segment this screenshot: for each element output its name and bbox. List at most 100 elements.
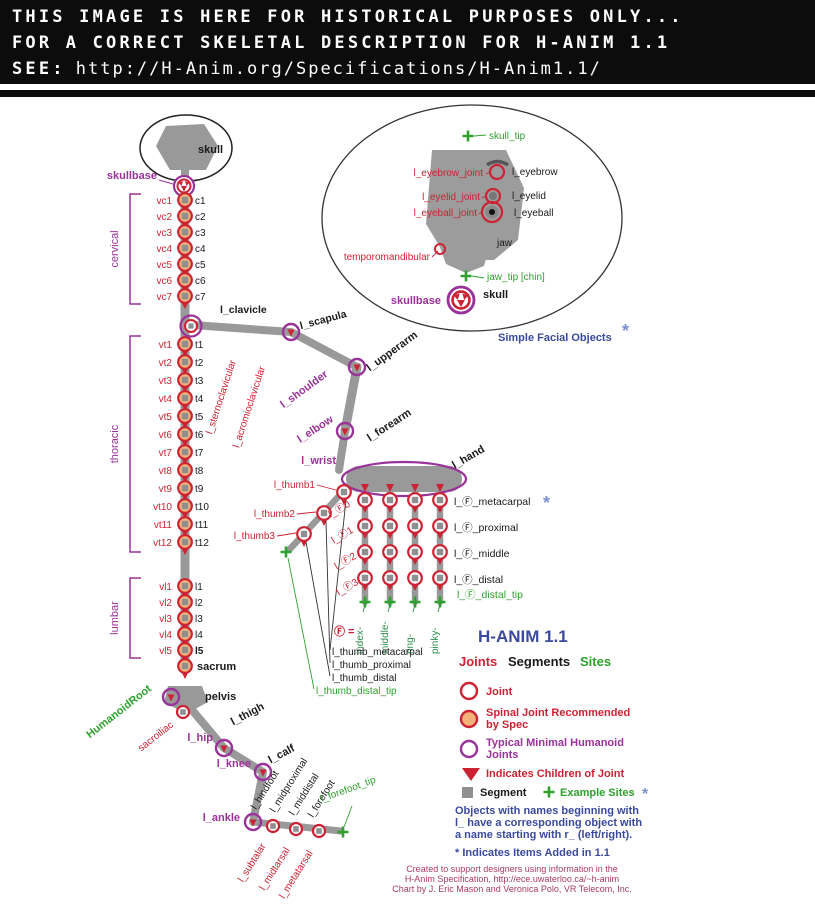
banner-line-2: FOR A CORRECT SKELETAL DESCRIPTION FOR H… bbox=[12, 33, 671, 53]
leader-line bbox=[437, 604, 441, 613]
legend-key-sites: Sites bbox=[580, 654, 611, 669]
finger-joint-label: l_Ⓕ1 bbox=[329, 524, 356, 546]
leader-line bbox=[473, 134, 487, 137]
finger-joint-icon bbox=[407, 518, 423, 541]
proximal-label: l_Ⓕ_proximal bbox=[454, 522, 518, 534]
distal-label: l_Ⓕ_distal bbox=[454, 574, 503, 586]
leader-line bbox=[325, 520, 331, 664]
vertebra-joint-label: vc5 bbox=[156, 260, 172, 271]
finger-joint-icon bbox=[432, 570, 448, 593]
eyeball-label: l_eyeball bbox=[514, 208, 553, 219]
distal-tip-label: l_Ⓕ_distal_tip bbox=[457, 589, 523, 601]
face-skull-label: skull bbox=[483, 289, 508, 301]
legend-note-line-2: l_ have a corresponding object with bbox=[455, 817, 642, 829]
cervical-group-label: cervical bbox=[109, 230, 121, 267]
vertebra-joint-label: vc4 bbox=[156, 244, 172, 255]
thumb2-label: l_thumb2 bbox=[254, 509, 296, 520]
leader-line bbox=[305, 541, 331, 677]
calf-label: l_calf bbox=[266, 742, 297, 766]
joint-icon bbox=[459, 681, 479, 701]
skeleton-diagram: skull_tip l_eyebrow_joint l_eyebrow l_ey… bbox=[84, 104, 649, 901]
vertebra-joint-label: vt12 bbox=[153, 538, 172, 549]
banner-see-label: SEE: bbox=[12, 59, 66, 79]
vertebra-segment-label: t8 bbox=[195, 466, 204, 477]
legend-minimal-label-2: Joints bbox=[486, 749, 518, 761]
vertebra-segment-label: t1 bbox=[195, 340, 204, 351]
vertebra-segment-label: c3 bbox=[195, 228, 206, 239]
legend-key-segments: Segments bbox=[508, 654, 570, 669]
banner-line-3: SEE: http://H-Anim.org/Specifications/H-A… bbox=[12, 56, 815, 82]
vertebra-joint-label: vc2 bbox=[156, 212, 172, 223]
leader-line bbox=[485, 171, 491, 175]
vertebra-joint-label: vl5 bbox=[159, 646, 172, 657]
lumbar-bracket bbox=[129, 577, 141, 659]
leader-line bbox=[387, 604, 391, 613]
forearm-bone bbox=[335, 427, 349, 474]
leader-line bbox=[431, 250, 439, 258]
vertebra-segment-label: l2 bbox=[195, 598, 203, 609]
leader-line bbox=[471, 275, 485, 279]
vertebra-joint-label: vt1 bbox=[159, 340, 173, 351]
legend-note-line-1: Objects with names beginning with bbox=[455, 805, 639, 817]
spinal-joint-icon bbox=[177, 516, 193, 539]
spinal-joint-icon bbox=[177, 534, 193, 557]
vertebra-segment-label: l5 bbox=[195, 646, 204, 657]
jaw-tip-label: jaw_tip [chin] bbox=[486, 272, 545, 283]
vertebra-joint-label: vt8 bbox=[159, 466, 173, 477]
finger-joint-label: l_Ⓕ3 bbox=[334, 576, 361, 598]
finger-joint-icon bbox=[382, 570, 398, 593]
header-banner: THIS IMAGE IS HERE FOR HISTORICAL PURPOS… bbox=[0, 0, 815, 84]
humanoid-root-label: HumanoidRoot bbox=[84, 683, 154, 741]
skullbase-joint-icon bbox=[446, 285, 476, 315]
temporomandibular-joint-icon bbox=[434, 243, 446, 255]
vertebra-segment-label: t2 bbox=[195, 358, 204, 369]
clavicle-bone bbox=[189, 321, 295, 336]
finger-joint-icon bbox=[382, 518, 398, 541]
eyelid-joint-label: l_eyelid_joint bbox=[422, 192, 480, 203]
legend-children-label: Indicates Children of Joint bbox=[486, 768, 624, 780]
finger-joint-icon bbox=[357, 544, 373, 567]
eyelid-shape bbox=[489, 192, 497, 200]
eyebrow-joint-label: l_eyebrow_joint bbox=[414, 168, 484, 179]
vertebra-segment-label: c7 bbox=[195, 292, 206, 303]
legend-title: H-ANIM 1.1 bbox=[478, 627, 568, 646]
scapula-bone bbox=[287, 328, 361, 371]
vertebra-segment-label: c5 bbox=[195, 260, 206, 271]
vertebra-joint-label: vt10 bbox=[153, 502, 172, 513]
vertebra-segment-label: l3 bbox=[195, 614, 203, 625]
upperarm-bone bbox=[340, 362, 362, 436]
finger-joint-icon bbox=[357, 518, 373, 541]
leader-line bbox=[481, 195, 487, 199]
sacrum-joint-icon bbox=[177, 658, 193, 681]
vertebra-joint-label: vt7 bbox=[159, 448, 173, 459]
pelvis-shape bbox=[164, 686, 208, 714]
cervical-bracket bbox=[129, 193, 141, 305]
eyebrow-label: l_eyebrow bbox=[512, 167, 558, 178]
banner-url-link[interactable]: http://H-Anim.org/Specifications/H-Anim1… bbox=[75, 59, 602, 79]
eyeball-joint-label: l_eyeball_joint bbox=[414, 208, 478, 219]
leader-line bbox=[412, 604, 416, 613]
vertebra-joint-label: vt6 bbox=[159, 430, 173, 441]
legend-minimal-label-1: Typical Minimal Humanoid bbox=[486, 737, 624, 749]
face-caption: Simple Facial Objects bbox=[498, 332, 612, 344]
finger-joint-icon bbox=[407, 492, 423, 515]
vertebra-segment-label: t9 bbox=[195, 484, 204, 495]
knee-label: l_knee bbox=[217, 758, 251, 770]
eyebrow-shape bbox=[485, 159, 509, 167]
metacarpal-label: l_Ⓕ_metacarpal bbox=[454, 496, 530, 508]
vertebra-segment-label: l1 bbox=[195, 582, 203, 593]
leader-line bbox=[296, 511, 317, 515]
spinal-joint-icon bbox=[177, 498, 193, 521]
spinal-joint-icon bbox=[177, 462, 193, 485]
face-inset-ellipse bbox=[321, 104, 623, 332]
spinal-joint-icon bbox=[177, 390, 193, 413]
legend-segment-label: Segment bbox=[480, 787, 527, 799]
finger-name-label: ring- bbox=[405, 634, 416, 654]
vertebra-joint-label: vl3 bbox=[159, 614, 172, 625]
jaw-label: jaw bbox=[496, 238, 513, 249]
sternoclavicular-label: l_sternoclavicular bbox=[204, 358, 239, 436]
credit-line-3: Chart by J. Eric Mason and Veronica Polo… bbox=[392, 884, 631, 894]
wrist-label: l_wrist bbox=[301, 455, 336, 467]
middle-label: l_Ⓕ_middle bbox=[454, 548, 510, 560]
vertebra-joint-label: vl4 bbox=[159, 630, 172, 641]
